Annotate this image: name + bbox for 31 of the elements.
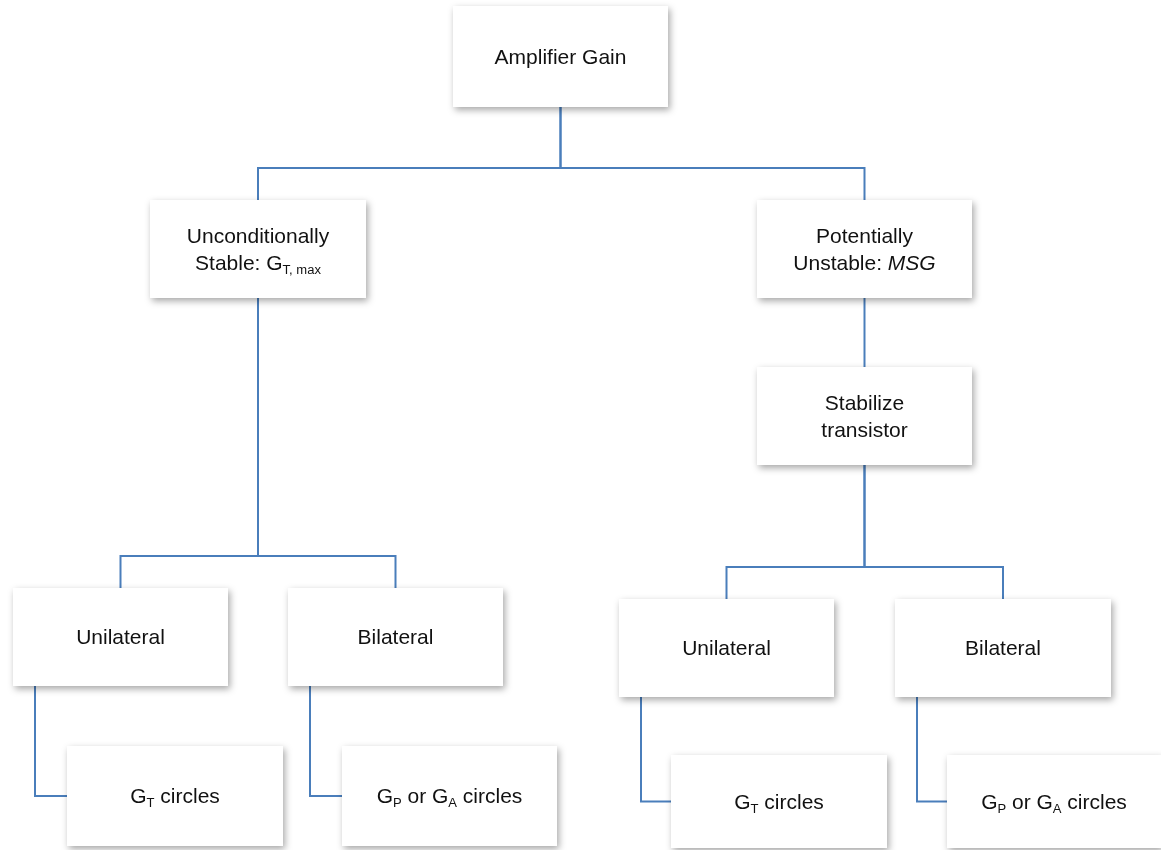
- process-box: [342, 746, 557, 846]
- process-box: [453, 6, 668, 107]
- box-label: G$_{P}$ or G$_{A}$ circles: [376, 783, 523, 810]
- box-label: G$_{P}$ or G$_{A}$ circles: [981, 788, 1127, 816]
- box-label: Bilateral: [965, 635, 1041, 662]
- process-box: [13, 588, 228, 686]
- box-label: Amplifier Gain: [494, 43, 627, 70]
- box-label: Unconditionally Stable: G$_{T, max}$: [185, 222, 331, 277]
- box-label: Unilateral: [76, 624, 165, 651]
- process-box: [757, 367, 972, 465]
- connector-line: [640, 696, 672, 803]
- process-box: [288, 588, 503, 686]
- connector-line: [559, 106, 866, 201]
- process-box: [671, 755, 887, 848]
- connector-line: [34, 685, 68, 797]
- process-box: [895, 599, 1111, 697]
- process-box: [947, 755, 1161, 848]
- connector-line: [309, 685, 343, 797]
- connector-line: [916, 696, 948, 803]
- process-box: [757, 200, 972, 298]
- process-box: [150, 200, 366, 298]
- connector-line: [863, 297, 866, 368]
- box-label: Bilateral: [357, 624, 434, 651]
- box-label: G$_{T}$ circles: [734, 788, 824, 816]
- process-box: [67, 746, 283, 846]
- box-label: Stabilize transistor: [820, 389, 909, 443]
- connector-line: [863, 464, 1004, 600]
- box-label: Potentially Unstable: MSG: [792, 222, 937, 276]
- box-label: Unilateral: [682, 635, 771, 662]
- box-label: G$_{T}$ circles: [130, 783, 220, 810]
- process-box: [619, 599, 834, 697]
